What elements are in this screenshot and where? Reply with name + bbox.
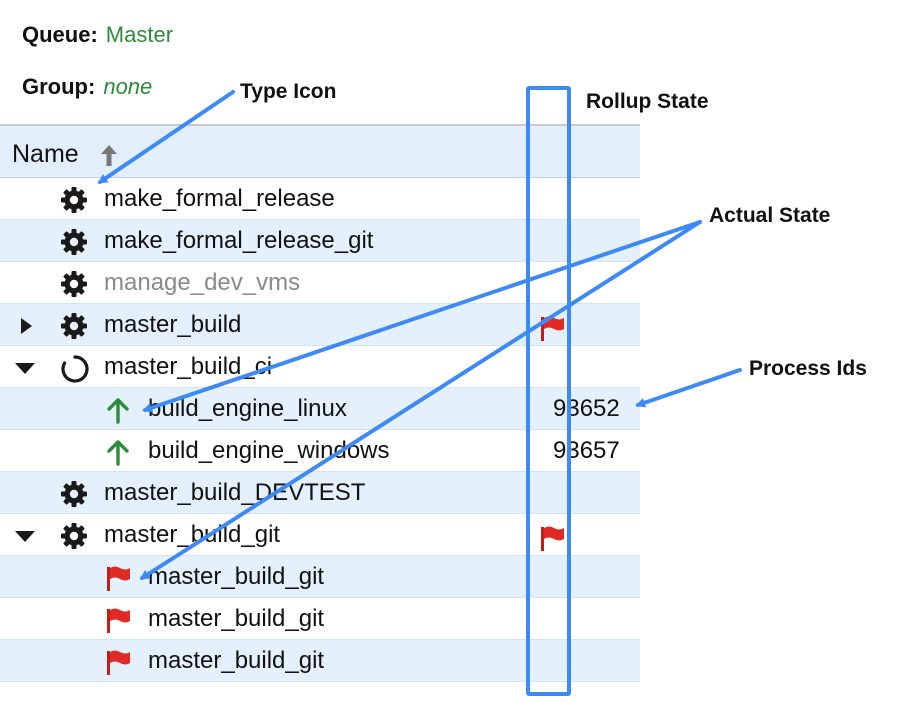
red-flag-icon: [107, 650, 130, 675]
red-flag-icon: [541, 526, 564, 551]
table-row[interactable]: master_build_git: [0, 640, 640, 682]
queue-label: Queue:: [22, 22, 98, 47]
table-row[interactable]: build_engine_linux 93652: [0, 388, 640, 430]
gear-icon: [61, 271, 87, 297]
red-flag-icon: [541, 316, 564, 341]
disclosure-expanded-icon[interactable]: [14, 529, 36, 543]
queue-value[interactable]: Master: [105, 22, 174, 47]
process-ids-arrow: [635, 368, 742, 408]
process-tree-table: Name make_formal_release: [0, 124, 640, 702]
table-row[interactable]: master_build_git: [0, 598, 640, 640]
gear-icon: [61, 229, 87, 255]
table-row[interactable]: master_build_DEVTEST: [0, 472, 640, 514]
disclosure-expanded-icon[interactable]: [14, 361, 36, 375]
red-flag-icon: [107, 608, 130, 633]
disclosure-collapsed-icon[interactable]: [18, 317, 34, 335]
spinner-icon: [61, 355, 89, 383]
table-row[interactable]: master_build: [0, 304, 640, 346]
row-label: master_build_git: [148, 647, 325, 674]
table-row[interactable]: manage_dev_vms: [0, 262, 640, 304]
process-id: 93652: [553, 395, 620, 422]
table-row[interactable]: make_formal_release_git: [0, 220, 640, 262]
queue-line: Queue: Master: [22, 22, 173, 48]
row-label: master_build: [104, 311, 242, 338]
row-label: master_build_ci: [104, 353, 273, 380]
gear-icon: [61, 481, 87, 507]
row-label: master_build_git: [148, 563, 325, 590]
table-row[interactable]: make_formal_release: [0, 178, 640, 220]
row-label: manage_dev_vms: [104, 269, 301, 296]
green-up-arrow-icon: [107, 440, 129, 466]
table-row[interactable]: master_build_git: [0, 514, 640, 556]
table-row[interactable]: master_build_ci: [0, 346, 640, 388]
column-header-label: Name: [12, 140, 79, 168]
annotation-rollup-state: Rollup State: [586, 90, 709, 113]
row-label: master_build_git: [148, 605, 325, 632]
row-label: build_engine_windows: [148, 437, 390, 464]
red-flag-icon: [107, 566, 130, 591]
group-value[interactable]: none: [103, 74, 153, 99]
process-id: 93657: [553, 437, 620, 464]
row-label: build_engine_linux: [148, 395, 347, 422]
gear-icon: [61, 187, 87, 213]
row-label: make_formal_release_git: [104, 227, 374, 254]
gear-icon: [61, 523, 87, 549]
row-label: master_build_DEVTEST: [104, 479, 366, 506]
table-row[interactable]: build_engine_windows 93657: [0, 430, 640, 472]
sort-ascending-icon[interactable]: [99, 143, 119, 167]
row-label: make_formal_release: [104, 185, 335, 212]
gear-icon: [61, 313, 87, 339]
table-row[interactable]: master_build_git: [0, 556, 640, 598]
column-header-name[interactable]: Name: [0, 126, 640, 178]
green-up-arrow-icon: [107, 398, 129, 424]
annotation-actual-state: Actual State: [709, 204, 831, 227]
row-label: master_build_git: [104, 521, 281, 548]
group-line: Group: none: [22, 74, 152, 100]
annotation-process-ids: Process Ids: [749, 357, 867, 380]
annotation-type-icon: Type Icon: [240, 80, 337, 103]
group-label: Group:: [22, 74, 96, 99]
